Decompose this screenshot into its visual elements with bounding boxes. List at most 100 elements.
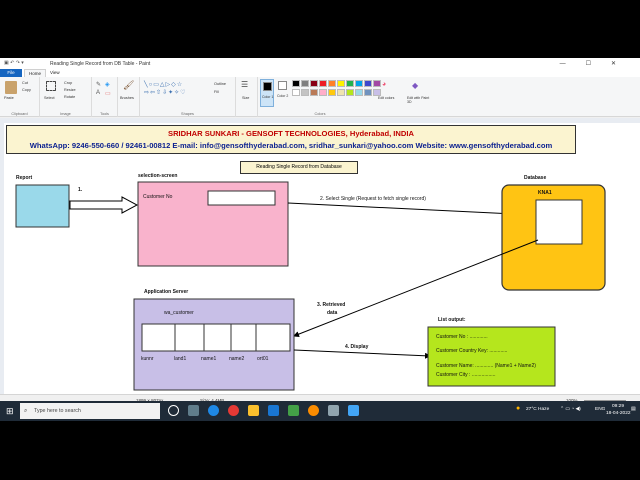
- palette-swatch[interactable]: [328, 80, 336, 87]
- palette-swatch[interactable]: [337, 80, 345, 87]
- zoom-level: 100%: [566, 398, 578, 403]
- shapes-gallery-row2[interactable]: ⇨⇦⇧⇩✦✧♡: [144, 90, 187, 96]
- tab-file[interactable]: File: [0, 69, 22, 77]
- palette-swatch[interactable]: [373, 89, 381, 96]
- tab-home[interactable]: Home: [24, 69, 47, 77]
- rotate-button[interactable]: Rotate: [64, 95, 76, 99]
- wa-customer-structure: [141, 323, 291, 352]
- paint3d-icon[interactable]: ◆: [412, 81, 419, 90]
- paint-icon[interactable]: [328, 405, 339, 416]
- palette-swatch[interactable]: [337, 89, 345, 96]
- color1-selector[interactable]: Color 1: [260, 79, 274, 107]
- image-dimensions: 1899 × 807px: [136, 398, 163, 403]
- tray-icons[interactable]: ⌃ ▭ ◔ ◀): [560, 407, 581, 412]
- colors-group-label: Colors: [314, 112, 326, 116]
- app-icon[interactable]: [348, 405, 359, 416]
- outlook-icon[interactable]: [268, 405, 279, 416]
- taskbar-search[interactable]: ⌕ Type here to search: [20, 403, 160, 419]
- diagram-shapes: [15, 181, 606, 391]
- canvas-area[interactable]: SRIDHAR SUNKARI - GENSOFT TECHNOLOGIES, …: [0, 118, 640, 394]
- close-button[interactable]: ✕: [610, 61, 636, 67]
- outline-button[interactable]: Outline: [214, 82, 227, 86]
- palette-swatch[interactable]: [346, 89, 354, 96]
- select-button[interactable]: Select: [44, 96, 55, 100]
- windows-start-icon[interactable]: ⊞: [6, 406, 14, 416]
- brushes-button[interactable]: Brushes: [120, 96, 134, 100]
- crop-button[interactable]: Crop: [64, 81, 73, 85]
- quick-access-toolbar[interactable]: ▣ ↶ ↷ ▾: [4, 60, 24, 66]
- edit-colors-button[interactable]: Edit colors: [378, 96, 395, 100]
- customer-no-label: Customer No: [143, 194, 173, 200]
- step3-label-data: data: [327, 310, 338, 316]
- diagram-title: Reading Single Record from Database: [240, 161, 358, 174]
- weather-icon[interactable]: ●: [516, 405, 521, 412]
- weather-text[interactable]: 27°C Haze: [526, 407, 550, 412]
- edge-icon[interactable]: [208, 405, 219, 416]
- field-name1: name1: [201, 356, 217, 362]
- paste-button[interactable]: Paste: [4, 96, 14, 100]
- palette-swatch[interactable]: [310, 80, 318, 87]
- minimize-button[interactable]: —: [559, 61, 586, 67]
- colors-group: Color 1 Color 2 Colors ◕ Edit colors: [258, 77, 406, 117]
- palette-swatch[interactable]: [310, 89, 318, 96]
- palette-swatch[interactable]: [355, 89, 363, 96]
- language-indicator[interactable]: ENG: [595, 407, 606, 412]
- text-icon[interactable]: A: [96, 90, 101, 96]
- palette-swatch[interactable]: [292, 80, 300, 87]
- palette-swatch[interactable]: [301, 89, 309, 96]
- palette-swatch[interactable]: [355, 80, 363, 87]
- size-button[interactable]: Size: [242, 96, 250, 100]
- zoom-slider[interactable]: [584, 400, 626, 401]
- palette-swatch[interactable]: [292, 89, 300, 96]
- copy-button[interactable]: Copy: [22, 88, 31, 92]
- field-kunnr: kunnr: [141, 356, 154, 362]
- size-icon[interactable]: ☰: [241, 80, 249, 89]
- excel-icon[interactable]: [288, 405, 299, 416]
- notification-icon[interactable]: ▤: [631, 407, 636, 412]
- shapes-group: ╲○▭△▷◇☆ ⇨⇦⇧⇩✦✧♡ Outline Fill Shapes: [140, 77, 236, 117]
- task-view-icon[interactable]: [188, 405, 199, 416]
- output-customer-no: Customer No : .............: [436, 334, 488, 340]
- tab-view[interactable]: View: [50, 70, 60, 75]
- file-explorer-icon[interactable]: [248, 405, 259, 416]
- maximize-button[interactable]: ☐: [585, 61, 611, 67]
- palette-swatch[interactable]: [364, 80, 372, 87]
- kna1-table: [535, 199, 583, 245]
- drawing-canvas[interactable]: SRIDHAR SUNKARI - GENSOFT TECHNOLOGIES, …: [4, 123, 640, 394]
- fill-button[interactable]: Fill: [214, 90, 219, 94]
- cut-button[interactable]: Cut: [22, 81, 28, 85]
- palette-swatch[interactable]: [346, 80, 354, 87]
- step4-label: 4. Display: [345, 344, 369, 350]
- size-group: ☰ Size: [236, 77, 258, 117]
- palette-swatch[interactable]: [301, 80, 309, 87]
- clock-date[interactable]: 18-04-2022: [606, 411, 631, 416]
- window-controls[interactable]: —☐✕: [560, 60, 636, 67]
- palette-swatch[interactable]: [364, 89, 372, 96]
- resize-button[interactable]: Resize: [64, 88, 76, 92]
- database-label: Database: [524, 175, 547, 181]
- palette-swatch[interactable]: [328, 89, 336, 96]
- fill-icon[interactable]: ◈: [105, 82, 110, 88]
- palette-swatch[interactable]: [373, 80, 381, 87]
- clipboard-group-label: Clipboard: [11, 112, 28, 116]
- edit-paint3d-button[interactable]: Edit with Paint 3D: [407, 96, 430, 104]
- brush-icon[interactable]: 🖌: [123, 80, 135, 90]
- edit-colors-icon[interactable]: ◕: [382, 81, 387, 88]
- eraser-icon[interactable]: ▭: [105, 91, 111, 97]
- color2-swatch: [278, 81, 287, 90]
- palette-swatch[interactable]: [319, 89, 327, 96]
- tools-group: ✎ ◈ A ▭ Tools: [92, 77, 118, 117]
- shapes-gallery[interactable]: ╲○▭△▷◇☆: [144, 82, 184, 88]
- pencil-icon[interactable]: ✎: [96, 82, 102, 88]
- ribbon-tabs: File Home View: [0, 69, 640, 77]
- color-palette[interactable]: [292, 80, 382, 102]
- color2-selector[interactable]: Color 2: [276, 79, 290, 107]
- chrome-icon[interactable]: [228, 405, 239, 416]
- clock-time[interactable]: 09:29: [612, 404, 625, 409]
- palette-swatch[interactable]: [319, 80, 327, 87]
- cortana-icon[interactable]: [168, 405, 179, 416]
- output-customer-name: Customer Name: ............. (Name1 + Na…: [436, 363, 536, 369]
- firefox-icon[interactable]: [308, 405, 319, 416]
- select-icon[interactable]: [46, 81, 56, 91]
- paste-icon[interactable]: [5, 81, 17, 94]
